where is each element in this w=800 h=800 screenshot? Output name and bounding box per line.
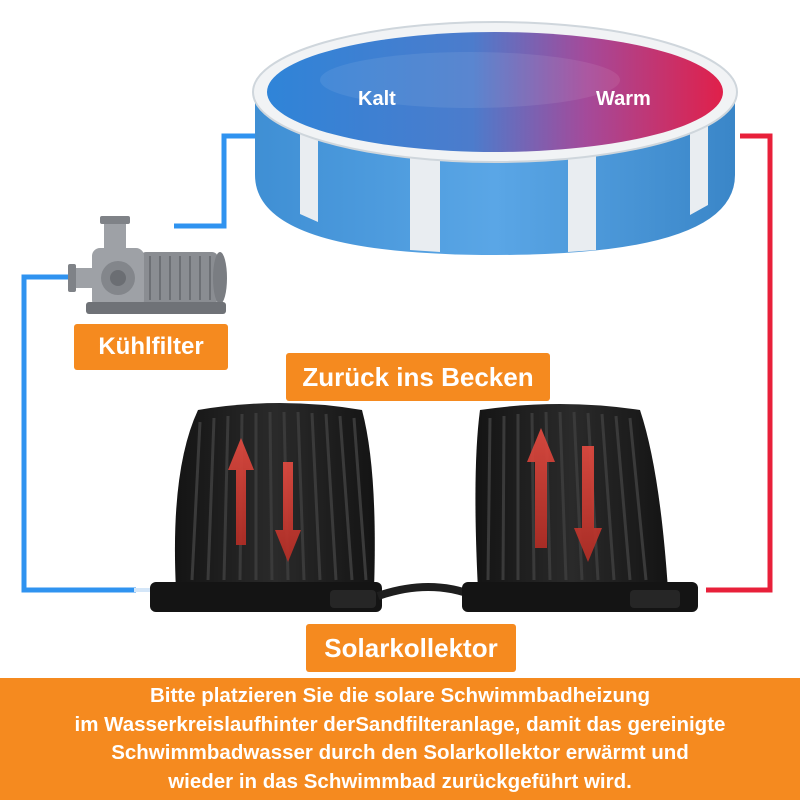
collector-label: Solarkollektor: [306, 624, 516, 672]
filter-label: Kühlfilter: [74, 324, 228, 370]
cold-label: Kalt: [358, 88, 396, 110]
return-label: Zurück ins Becken: [286, 353, 550, 401]
pool: [252, 21, 738, 255]
arrow-left-up: [228, 438, 254, 545]
caption-banner: Bitte platzieren Sie die solare Schwimmb…: [0, 678, 800, 800]
pump-base: [86, 302, 226, 314]
cold-pipe: [21, 133, 255, 593]
pool-water-shine: [320, 52, 620, 108]
warm-pipe: [706, 133, 773, 593]
panel-left-base: [150, 582, 382, 612]
arrow-right-down: [574, 446, 602, 562]
arrow-left-down: [275, 462, 301, 562]
pool-supports: [300, 112, 708, 252]
pump-outlet: [104, 220, 126, 250]
solar-collector-left: [150, 403, 382, 612]
caption-line: wieder in das Schwimmbad zurückgeführt w…: [168, 769, 632, 793]
pump-inlet: [72, 268, 94, 288]
pool-water: [267, 32, 723, 152]
caption-line: Schwimmbadwasser durch den Solarkollekto…: [111, 741, 689, 764]
panel-right-tubes: [486, 411, 648, 581]
caption-line: Bitte platzieren Sie die solare Schwimmb…: [149, 684, 651, 707]
solar-collector-right: [462, 404, 698, 612]
arrow-right-up: [527, 428, 555, 548]
pump: [68, 216, 227, 314]
warm-label: Warm: [596, 88, 651, 110]
connecting-hose: [376, 583, 477, 600]
caption-line: im Wasserkreislaufhinter derSandfilteran…: [74, 712, 726, 736]
